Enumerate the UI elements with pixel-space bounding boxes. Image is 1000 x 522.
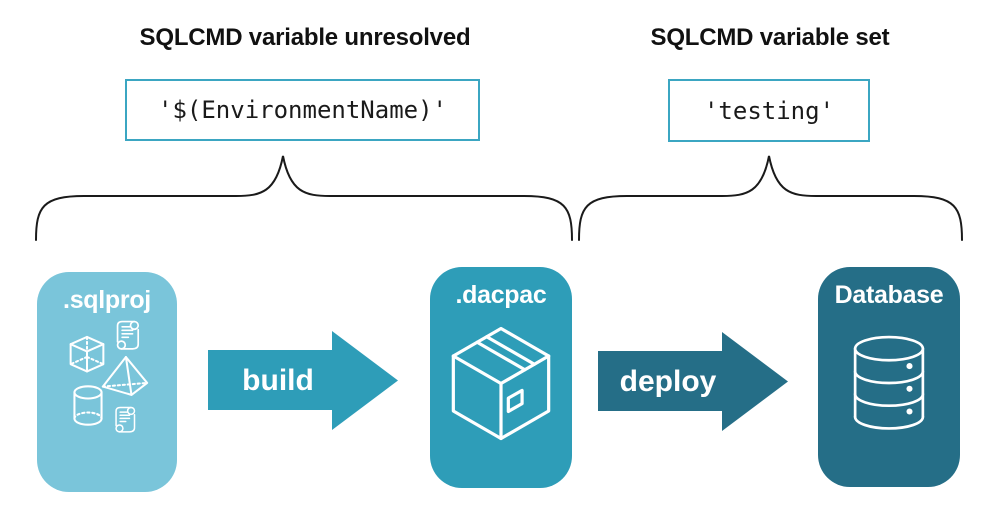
script-scroll-icon: [116, 320, 140, 350]
stage-label-dacpac: .dacpac: [455, 281, 547, 309]
pyramid-icon: [101, 356, 149, 396]
block-arrow-right-icon: [598, 332, 788, 431]
stage-label-sqlproj: .sqlproj: [63, 286, 151, 314]
build-arrow: build: [208, 331, 398, 430]
stage-card-sqlproj: .sqlproj: [37, 272, 177, 492]
cube-icon: [69, 335, 105, 373]
deploy-arrow-label: deploy: [619, 364, 717, 398]
package-icon: [451, 326, 551, 441]
stage-card-database: Database: [818, 267, 960, 487]
left-brace: [35, 155, 573, 241]
code-box-unresolved: '$(EnvironmentName)': [125, 79, 480, 141]
stage-label-database: Database: [834, 281, 944, 309]
code-box-set: 'testing': [668, 79, 870, 142]
stage-card-dacpac: .dacpac: [430, 267, 572, 488]
database-icon: [853, 335, 925, 430]
cylinder-icon: [73, 385, 103, 426]
code-value-set: 'testing': [703, 96, 835, 125]
heading-variable-set: SQLCMD variable set: [650, 24, 890, 51]
code-value-unresolved: '$(EnvironmentName)': [158, 96, 447, 124]
heading-variable-unresolved: SQLCMD variable unresolved: [139, 24, 471, 51]
build-arrow-label: build: [242, 363, 314, 397]
block-arrow-right-icon: [208, 331, 398, 430]
script-scroll-icon: [115, 406, 136, 433]
deploy-arrow: deploy: [598, 332, 788, 431]
right-brace: [578, 155, 963, 241]
